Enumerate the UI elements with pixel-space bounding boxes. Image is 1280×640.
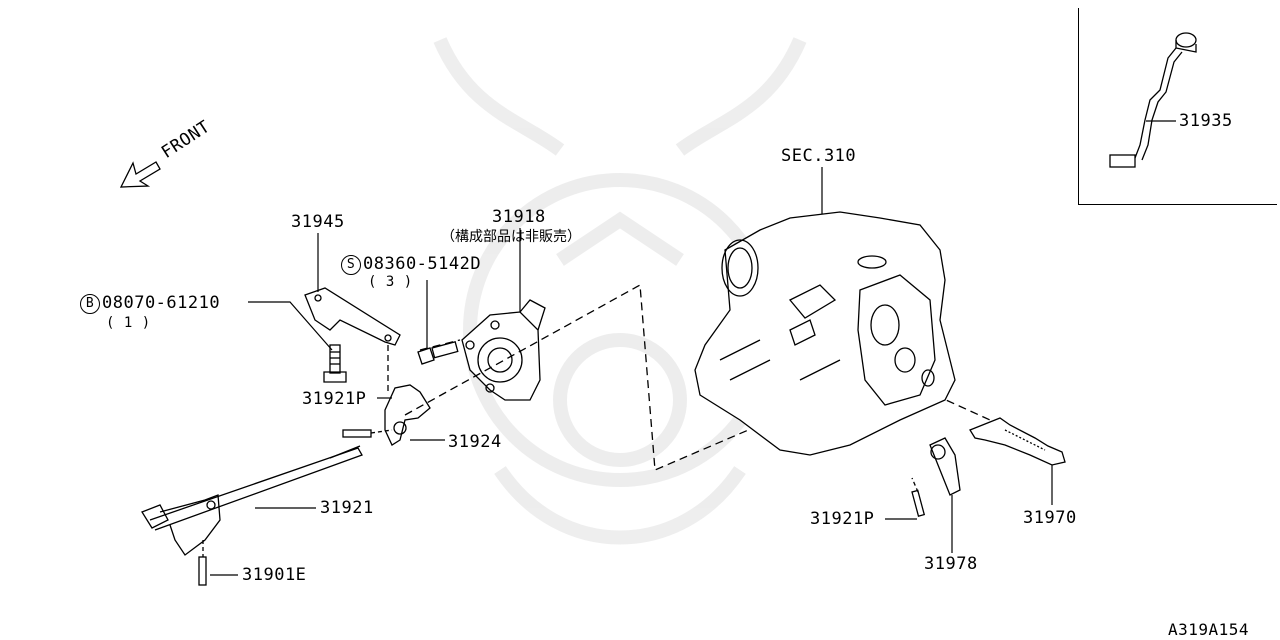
- bolt-s-badge: S: [341, 255, 361, 275]
- bolt-08360-5142d: [417, 340, 459, 365]
- diagram-code: A319A154: [1168, 620, 1250, 639]
- bracket-31945: [304, 287, 401, 395]
- label-31935: 31935: [1179, 111, 1233, 131]
- part-31978: [911, 437, 961, 517]
- bolt-b-badge: B: [80, 294, 100, 314]
- detent-arm-31924: [384, 384, 431, 446]
- alignment-lines: [404, 283, 991, 471]
- position-switch-31918: [461, 299, 546, 401]
- leader-lines: [210, 120, 1176, 576]
- label-31901e: 31901E: [242, 565, 307, 585]
- label-31978: 31978: [924, 554, 978, 574]
- label-31945: 31945: [291, 212, 345, 232]
- bolt-b-number: 08070-61210: [102, 293, 221, 313]
- label-31970: 31970: [1023, 508, 1077, 528]
- front-arrow-icon: [119, 161, 161, 188]
- label-31921: 31921: [320, 498, 374, 518]
- label-bolt-b-qty: ( 1 ): [106, 315, 151, 331]
- label-31924: 31924: [448, 432, 502, 452]
- pin-31921p-left: [342, 429, 393, 438]
- label-bolt-s-qty: ( 3 ): [368, 274, 413, 290]
- inset-frame: [1078, 8, 1277, 205]
- bolt-s-number: 08360-5142D: [363, 254, 482, 274]
- label-31918-note: （構成部品は非販売）: [441, 229, 581, 245]
- bolt-08070-61210: [323, 344, 347, 383]
- shift-rod-31921: [141, 445, 363, 556]
- label-31918: 31918: [492, 207, 546, 227]
- pin-31901e: [198, 540, 207, 586]
- harness-31935: [1109, 32, 1197, 168]
- label-31921p-left: 31921P: [302, 389, 367, 409]
- sensor-31970: [969, 417, 1066, 466]
- transmission-case: [694, 211, 956, 456]
- label-sec310: SEC.310: [781, 146, 857, 166]
- label-31921p-right: 31921P: [810, 509, 875, 529]
